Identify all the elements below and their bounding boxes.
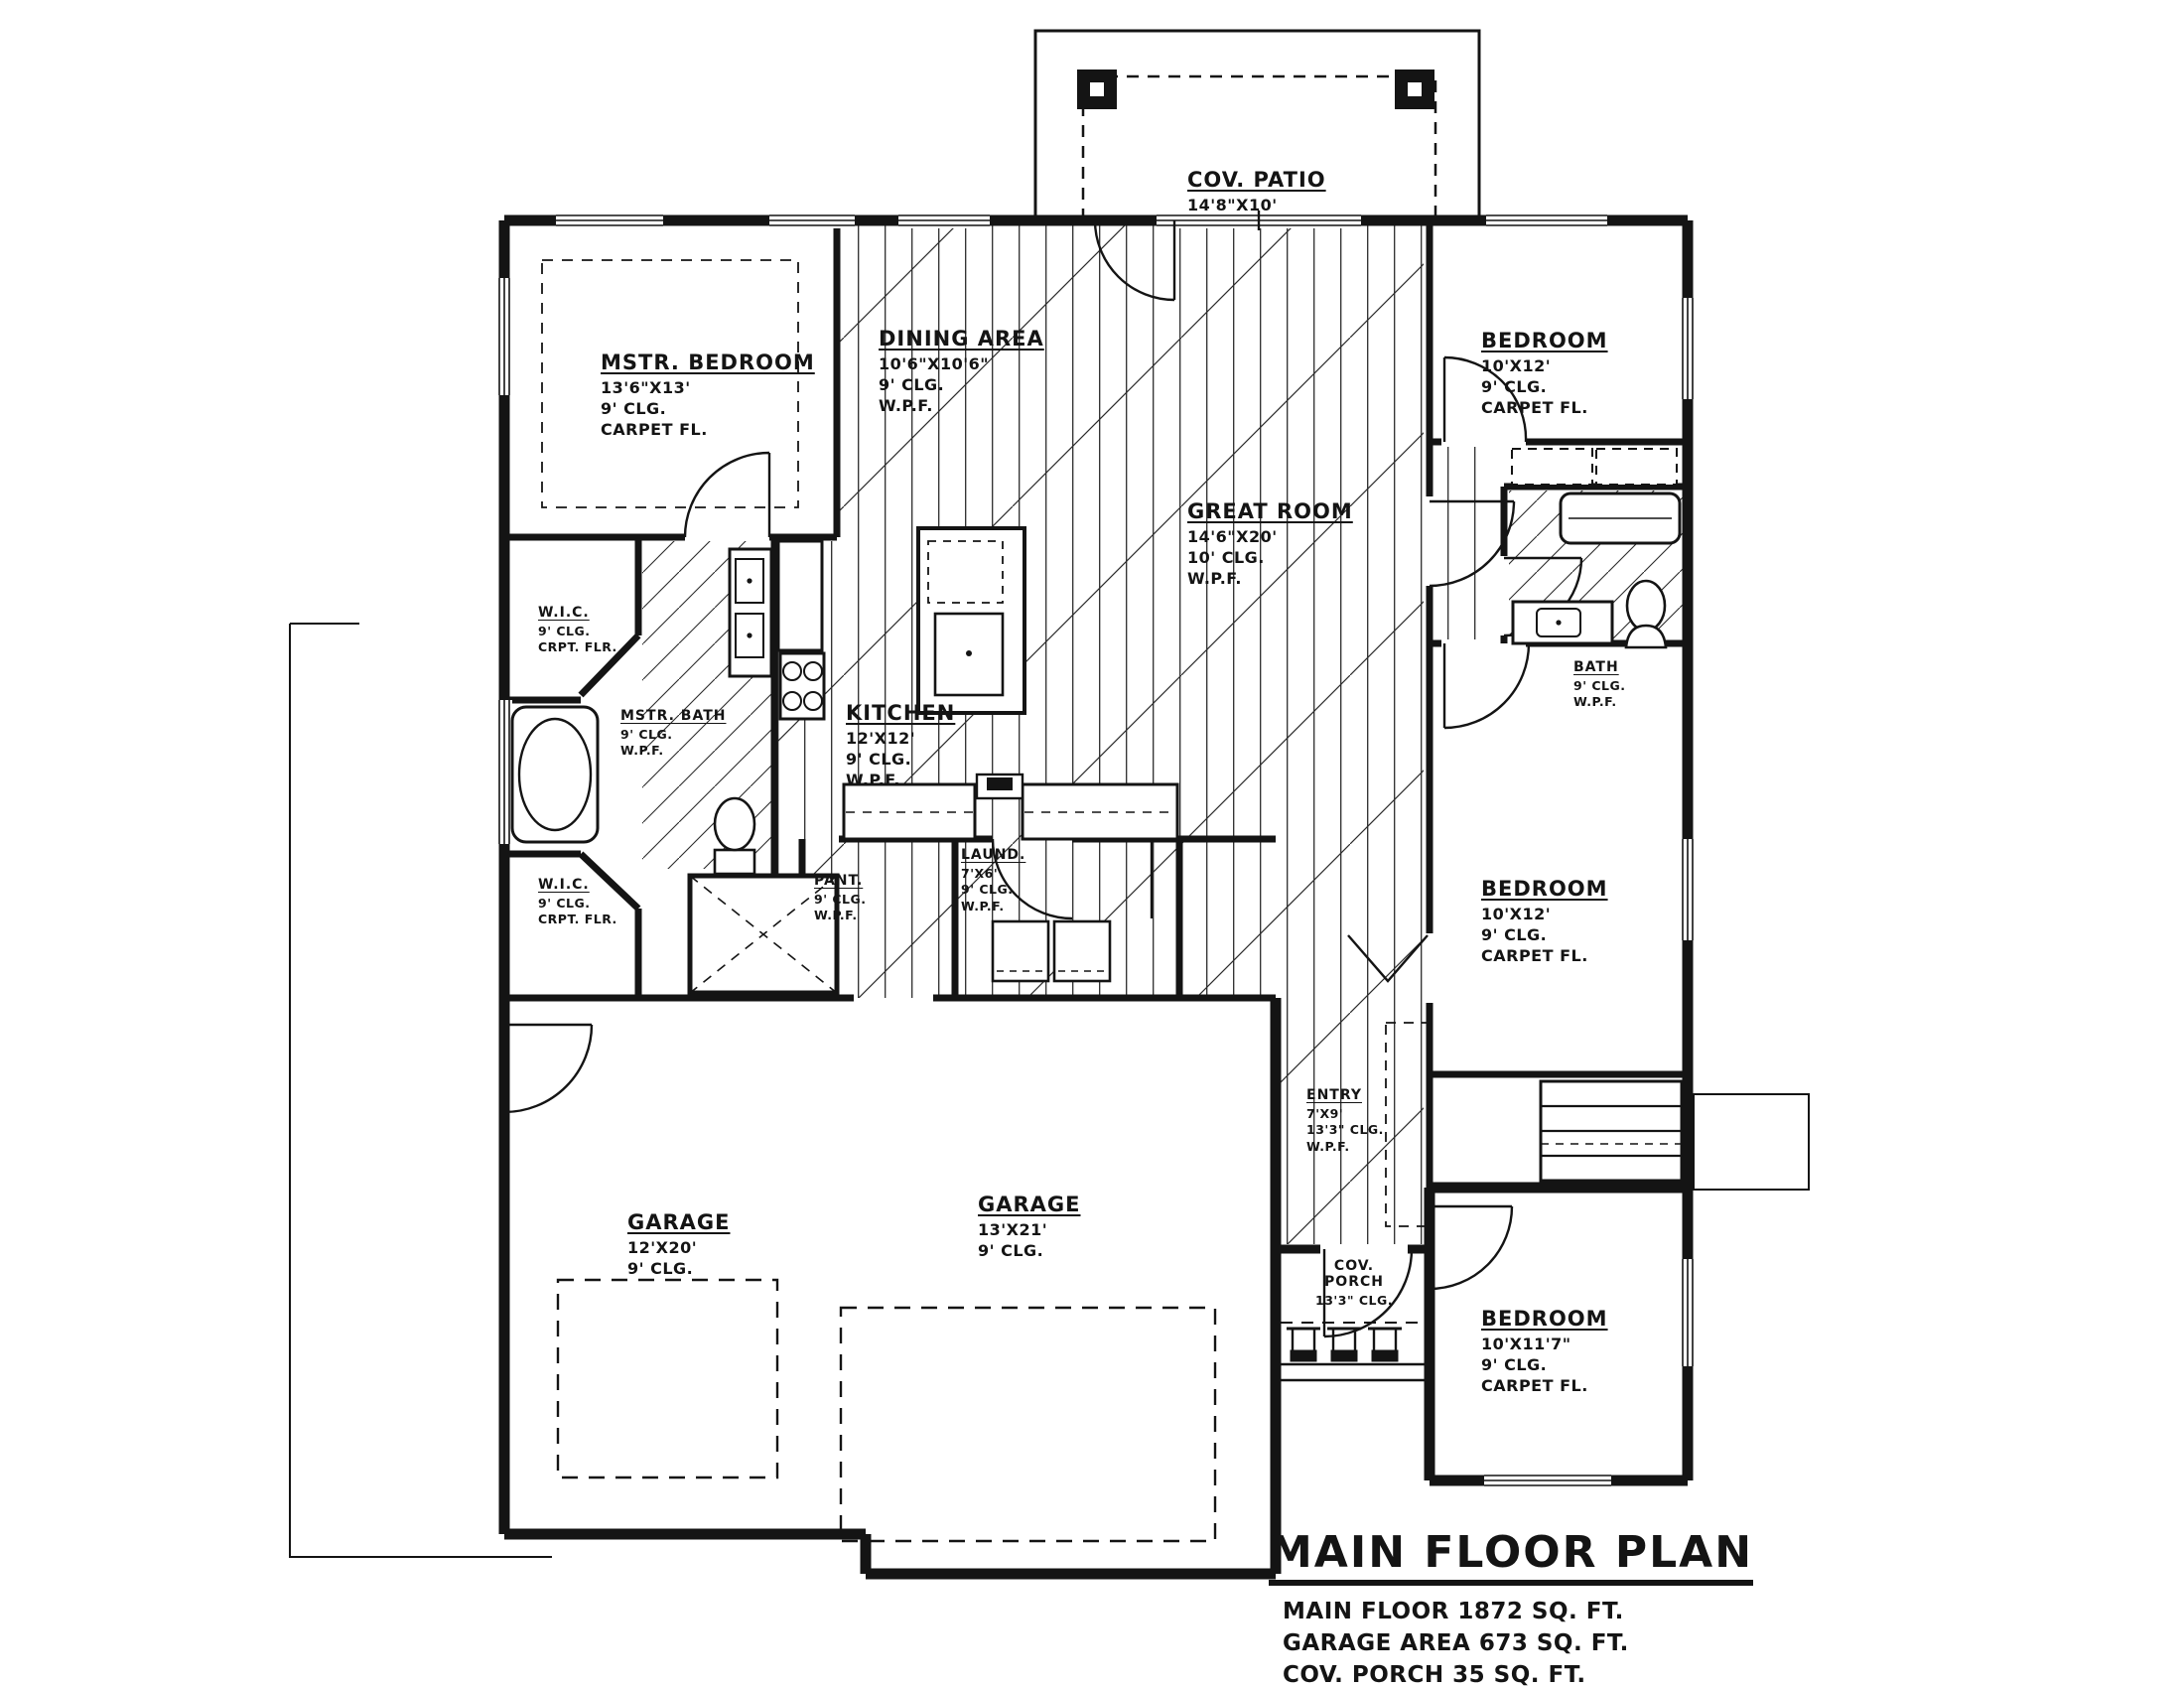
room-floor: W.P.F. (846, 770, 900, 789)
room-dims: 7'X6' (961, 866, 999, 882)
label-dining-area: DINING AREA 10'6"X10'6" 9' CLG. W.P.F. (879, 326, 1044, 417)
room-ceiling: 9' CLG. (879, 375, 945, 395)
room-ceiling: 13'3" CLG. (1315, 1293, 1393, 1309)
room-floor: W.P.F. (1187, 568, 1242, 588)
label-laundry: LAUND. 7'X6' 9' CLG. W.P.F. (961, 846, 1025, 914)
label-bedroom-2: BEDROOM 10'X12' 9' CLG. CARPET FL. (1481, 876, 1608, 967)
room-floor: CARPET FL. (1481, 945, 1588, 965)
room-dims: 13'X21' (978, 1220, 1048, 1240)
stat-cov-porch: COV. PORCH 35 SQ. FT. (1283, 1662, 1586, 1688)
room-ceiling: 9' CLG. (627, 1259, 694, 1279)
entry-niche-dashed (1385, 1022, 1431, 1227)
room-floor: CARPET FL. (1481, 1375, 1588, 1395)
room-title: MSTR. BEDROOM (601, 351, 815, 374)
label-wic-1: W.I.C. 9' CLG. CRPT. FLR. (538, 604, 617, 656)
room-title: GREAT ROOM (1187, 499, 1353, 523)
room-ceiling: 9' CLG. (961, 882, 1014, 898)
room-floor: CRPT. FLR. (538, 912, 617, 927)
label-entry: ENTRY 7'X9' 13'3" CLG. W.P.F. (1306, 1086, 1384, 1155)
tray-ceiling-dashed (541, 259, 799, 508)
label-great-room: GREAT ROOM 14'6"X20' 10' CLG. W.P.F. (1187, 498, 1353, 590)
room-title: COV. (1333, 1258, 1375, 1274)
room-ceiling: 9' CLG. (978, 1241, 1044, 1261)
room-dims: 10'6"X10'6" (879, 354, 990, 374)
room-title-2: PORCH (1324, 1274, 1384, 1291)
room-ceiling: 9' CLG. (1573, 678, 1626, 694)
room-title: KITCHEN (846, 701, 956, 725)
room-floor: W.P.F. (620, 743, 664, 759)
room-dims: 14'8"X10' (1187, 196, 1278, 215)
room-dims: 13'6"X13' (601, 378, 691, 398)
side-stoop (1693, 1093, 1810, 1191)
label-garage-2: GARAGE 13'X21' 9' CLG. (978, 1192, 1081, 1262)
garage-bay-1 (556, 1278, 779, 1479)
room-dims: 10'X11'7" (1481, 1335, 1571, 1354)
plan-title: MAIN FLOOR PLAN (1269, 1527, 1754, 1586)
label-bath: BATH 9' CLG. W.P.F. (1573, 658, 1626, 711)
windows (496, 211, 1696, 1488)
label-mstr-bedroom: MSTR. BEDROOM 13'6"X13' 9' CLG. CARPET F… (601, 350, 815, 441)
stairs (1539, 1079, 1684, 1183)
label-cov-patio: COV. PATIO 14'8"X10' (1187, 167, 1326, 216)
room-floor: W.P.F. (879, 395, 933, 415)
porch (1281, 1322, 1426, 1382)
room-title: W.I.C. (538, 605, 590, 621)
room-ceiling: 9' CLG. (814, 892, 867, 908)
interior-walls (504, 220, 1688, 1188)
room-title: W.I.C. (538, 877, 590, 893)
stat-garage-area: GARAGE AREA 673 SQ. FT. (1283, 1630, 1629, 1657)
stat-main-floor: MAIN FLOOR 1872 SQ. FT. (1283, 1599, 1624, 1624)
room-ceiling: 9' CLG. (1481, 1355, 1548, 1375)
room-title: BATH (1573, 659, 1619, 675)
room-floor: W.P.F. (814, 908, 858, 923)
room-title: GARAGE (978, 1193, 1081, 1216)
room-title: BEDROOM (1481, 877, 1608, 901)
room-dims: 12'X20' (627, 1238, 698, 1258)
room-ceiling: 9' CLG. (1481, 925, 1548, 945)
room-title: MSTR. BATH (620, 708, 727, 724)
room-title: COV. PATIO (1187, 168, 1326, 192)
room-title: LAUND. (961, 847, 1026, 863)
room-title: PANT. (814, 873, 864, 889)
label-kitchen: KITCHEN 12'X12' 9' CLG. W.P.F. (846, 700, 955, 791)
label-bedroom-1: BEDROOM 10'X12' 9' CLG. CARPET FL. (1481, 328, 1608, 419)
room-dims: 14'6"X20' (1187, 527, 1278, 547)
label-bedroom-3: BEDROOM 10'X11'7" 9' CLG. CARPET FL. (1481, 1306, 1608, 1397)
room-floor: CARPET FL. (601, 419, 708, 439)
door-swings (503, 219, 1583, 1338)
room-ceiling: 9' CLG. (538, 624, 591, 639)
room-ceiling: 9' CLG. (1481, 377, 1548, 397)
room-floor: W.P.F. (1306, 1138, 1350, 1154)
label-cov-porch: COV. PORCH 13'3" CLG. (1308, 1257, 1400, 1310)
room-floor: CARPET FL. (1481, 397, 1588, 417)
room-ceiling: 10' CLG. (1187, 548, 1265, 568)
room-dims: 10'X12' (1481, 356, 1552, 376)
room-title: GARAGE (627, 1210, 731, 1234)
title-block: MAIN FLOOR PLAN MAIN FLOOR 1872 SQ. FT. … (1269, 1527, 1754, 1688)
fixtures (510, 448, 1682, 983)
garage-bay-2 (839, 1306, 1217, 1543)
room-dims: 10'X12' (1481, 905, 1552, 924)
patio-dashed-edge (1081, 74, 1437, 220)
room-title: ENTRY (1306, 1087, 1362, 1103)
room-dims: 7'X9' (1306, 1106, 1344, 1122)
room-ceiling: 9' CLG. (538, 896, 591, 912)
room-floor: CRPT. FLR. (538, 639, 617, 655)
room-title: BEDROOM (1481, 1307, 1608, 1331)
slab-edge-line (289, 624, 552, 1558)
label-mstr-bath: MSTR. BATH 9' CLG. W.P.F. (620, 707, 726, 760)
room-title: BEDROOM (1481, 329, 1608, 352)
room-ceiling: 13'3" CLG. (1306, 1122, 1384, 1138)
room-dims: 12'X12' (846, 729, 916, 749)
room-ceiling: 9' CLG. (601, 399, 667, 419)
label-garage-1: GARAGE 12'X20' 9' CLG. (627, 1209, 731, 1280)
room-title: DINING AREA (879, 327, 1044, 351)
label-wic-2: W.I.C. 9' CLG. CRPT. FLR. (538, 876, 617, 928)
label-pantry: PANT. 9' CLG. W.P.F. (814, 872, 867, 924)
room-floor: W.P.F. (961, 898, 1005, 914)
room-ceiling: 9' CLG. (846, 750, 912, 770)
room-floor: W.P.F. (1573, 694, 1617, 710)
room-ceiling: 9' CLG. (620, 727, 673, 743)
